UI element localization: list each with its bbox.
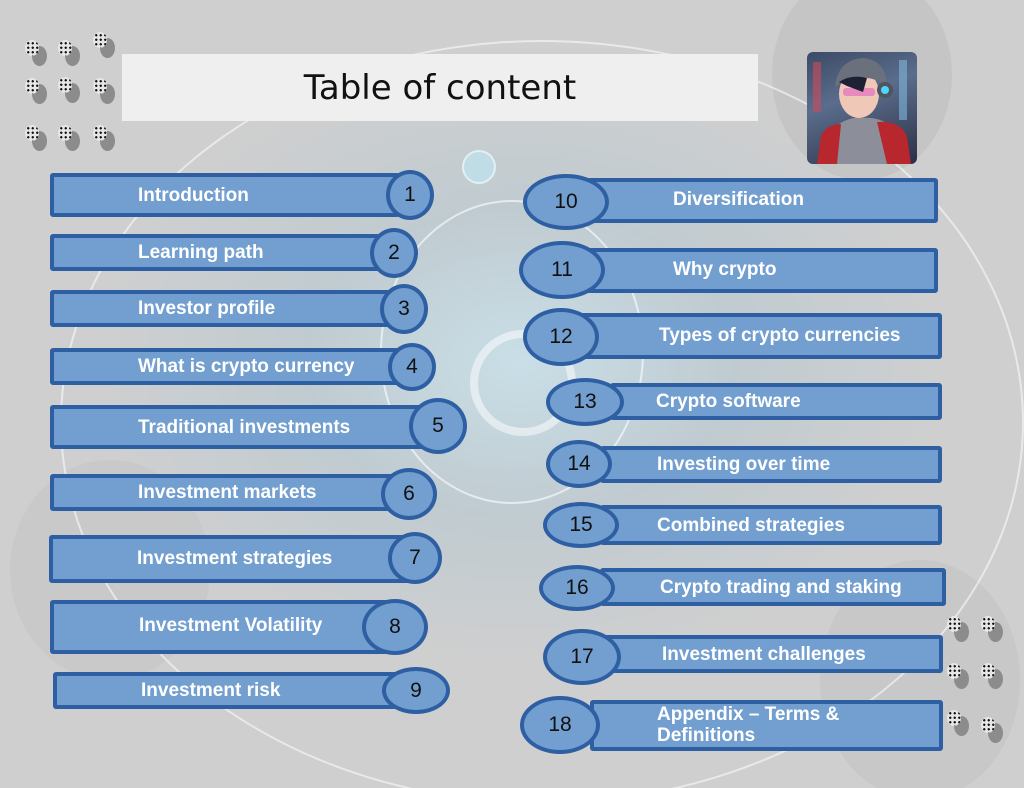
- toc-number-badge[interactable]: 2: [370, 228, 418, 278]
- toc-number-badge[interactable]: 1: [386, 170, 434, 220]
- dot-icon: [58, 77, 80, 103]
- toc-number-badge[interactable]: 16: [539, 565, 615, 611]
- toc-number-badge[interactable]: 8: [362, 599, 428, 655]
- toc-item-14[interactable]: Investing over time: [600, 446, 942, 483]
- toc-number-badge[interactable]: 9: [382, 667, 450, 714]
- toc-item-10[interactable]: Diversification: [580, 178, 938, 223]
- toc-number-badge[interactable]: 13: [546, 378, 624, 426]
- character-portrait-icon: [813, 58, 911, 164]
- toc-item-13[interactable]: Crypto software: [610, 383, 942, 420]
- toc-number-badge[interactable]: 11: [519, 241, 605, 299]
- page-title: Table of content: [303, 67, 577, 108]
- toc-item-7[interactable]: Investment strategies: [49, 535, 419, 583]
- toc-label: Introduction: [138, 185, 249, 206]
- toc-label: Investment strategies: [137, 548, 333, 569]
- toc-item-2[interactable]: Learning path: [50, 234, 385, 271]
- toc-item-3[interactable]: Investor profile: [50, 290, 395, 327]
- title-banner: Table of content: [122, 54, 758, 121]
- dot-icon: [93, 32, 115, 58]
- toc-number-badge[interactable]: 7: [388, 532, 442, 584]
- toc-label: What is crypto currency: [138, 356, 355, 377]
- dot-icon: [981, 616, 1003, 642]
- dot-icon: [93, 125, 115, 151]
- dot-icon: [58, 40, 80, 66]
- toc-label: Crypto software: [656, 391, 801, 412]
- toc-item-8[interactable]: Investment Volatility: [50, 600, 400, 654]
- toc-label: Appendix – Terms & Definitions: [657, 704, 840, 746]
- dot-icon: [25, 40, 47, 66]
- dot-icon: [25, 125, 47, 151]
- toc-item-15[interactable]: Combined strategies: [600, 505, 942, 545]
- toc-label: Investment Volatility: [139, 615, 323, 636]
- toc-label: Learning path: [138, 242, 264, 263]
- toc-item-11[interactable]: Why crypto: [580, 248, 938, 293]
- dot-icon: [58, 125, 80, 151]
- toc-label: Types of crypto currencies: [659, 325, 901, 346]
- toc-number-badge[interactable]: 3: [380, 284, 428, 334]
- toc-item-18[interactable]: Appendix – Terms & Definitions: [590, 700, 943, 751]
- toc-number-badge[interactable]: 5: [409, 398, 467, 454]
- toc-label: Traditional investments: [138, 417, 351, 438]
- dot-icon: [947, 710, 969, 736]
- toc-item-9[interactable]: Investment risk: [53, 672, 408, 709]
- dot-icon: [947, 663, 969, 689]
- toc-number-badge[interactable]: 10: [523, 174, 609, 230]
- toc-label: Investment risk: [141, 680, 281, 701]
- toc-item-16[interactable]: Crypto trading and staking: [600, 568, 946, 606]
- toc-label: Investing over time: [657, 454, 831, 475]
- toc-number-badge[interactable]: 6: [381, 468, 437, 520]
- dot-icon: [981, 717, 1003, 743]
- dot-icon: [93, 78, 115, 104]
- toc-item-1[interactable]: Introduction: [50, 173, 400, 217]
- decor-node: [462, 150, 496, 184]
- toc-number-badge[interactable]: 17: [543, 629, 621, 685]
- toc-label: Investment markets: [138, 482, 317, 503]
- dot-icon: [25, 78, 47, 104]
- toc-number-badge[interactable]: 4: [388, 343, 436, 391]
- dot-icon: [981, 663, 1003, 689]
- toc-label: Investment challenges: [662, 644, 866, 665]
- toc-number-badge[interactable]: 12: [523, 308, 599, 366]
- dot-icon: [947, 616, 969, 642]
- toc-item-5[interactable]: Traditional investments: [50, 405, 430, 449]
- toc-label: Combined strategies: [657, 515, 845, 536]
- toc-item-4[interactable]: What is crypto currency: [50, 348, 405, 385]
- toc-label: Why crypto: [673, 259, 777, 280]
- toc-number-badge[interactable]: 14: [546, 440, 612, 488]
- toc-item-12[interactable]: Types of crypto currencies: [580, 313, 942, 359]
- toc-label: Crypto trading and staking: [660, 577, 902, 598]
- toc-item-6[interactable]: Investment markets: [50, 474, 400, 511]
- toc-label: Investor profile: [138, 298, 276, 319]
- avatar: [807, 52, 917, 164]
- toc-label: Diversification: [673, 189, 804, 210]
- toc-number-badge[interactable]: 18: [520, 696, 600, 754]
- toc-item-17[interactable]: Investment challenges: [600, 635, 943, 673]
- toc-number-badge[interactable]: 15: [543, 502, 619, 548]
